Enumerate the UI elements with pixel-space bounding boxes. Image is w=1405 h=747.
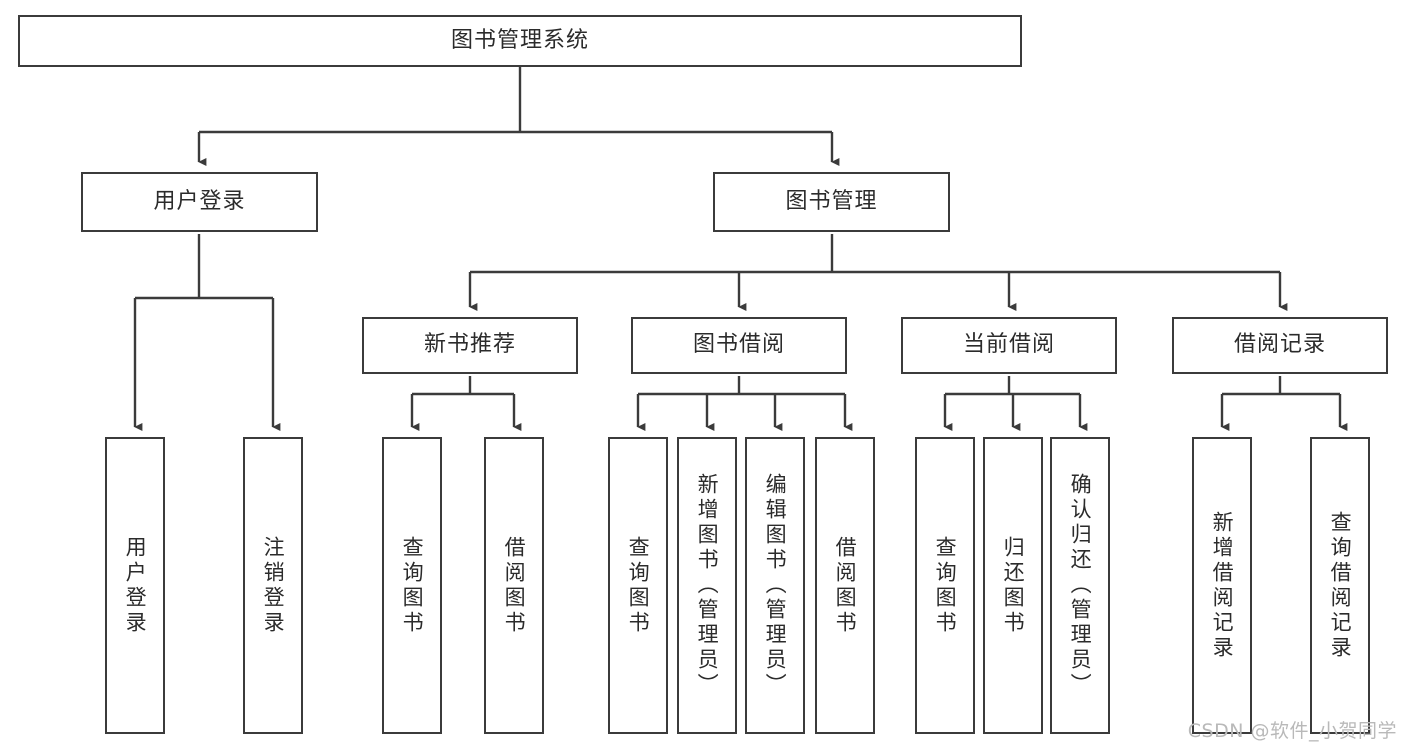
leaf-record-query-borrow-record[interactable]: 查询借阅记录	[1310, 437, 1370, 734]
node-label: 新增借阅记录	[1210, 510, 1235, 661]
node-current-borrow[interactable]: 当前借阅	[901, 317, 1117, 374]
node-label: 新书推荐	[423, 332, 516, 358]
node-label: 当前借阅	[962, 332, 1055, 358]
node-label: 借阅记录	[1233, 332, 1326, 358]
leaf-newbook-query-book[interactable]: 查询图书	[382, 437, 442, 734]
leaf-borrow-add-book-admin[interactable]: 新增图书（管理员）	[677, 437, 737, 734]
node-user-login[interactable]: 用户登录	[81, 172, 318, 232]
node-borrow-record[interactable]: 借阅记录	[1172, 317, 1388, 374]
leaf-current-query-book[interactable]: 查询图书	[915, 437, 975, 734]
node-label: 借阅图书	[833, 535, 858, 636]
csdn-watermark: CSDN @软件_小贺同学	[1187, 720, 1397, 742]
node-label: 编辑图书（管理员）	[763, 473, 788, 698]
node-new-book-recommend[interactable]: 新书推荐	[362, 317, 578, 374]
node-book-management[interactable]: 图书管理	[713, 172, 950, 232]
leaf-user-logout[interactable]: 注销登录	[243, 437, 303, 734]
node-book-borrow[interactable]: 图书借阅	[631, 317, 847, 374]
leaf-current-confirm-return-admin[interactable]: 确认归还（管理员）	[1050, 437, 1110, 734]
node-label: 注销登录	[261, 535, 286, 636]
leaf-borrow-lend-book[interactable]: 借阅图书	[815, 437, 875, 734]
node-label: 查询图书	[626, 535, 651, 636]
node-label: 用户登录	[123, 535, 148, 636]
node-label: 图书管理系统	[450, 27, 589, 53]
leaf-borrow-query-book[interactable]: 查询图书	[608, 437, 668, 734]
node-label: 新增图书（管理员）	[695, 473, 720, 698]
leaf-borrow-edit-book-admin[interactable]: 编辑图书（管理员）	[745, 437, 805, 734]
node-label: 用户登录	[153, 188, 246, 214]
leaf-record-add-borrow-record[interactable]: 新增借阅记录	[1192, 437, 1252, 734]
leaf-user-login[interactable]: 用户登录	[105, 437, 165, 734]
node-label: 确认归还（管理员）	[1068, 473, 1093, 698]
node-label: 归还图书	[1001, 535, 1026, 636]
node-label: 查询图书	[400, 535, 425, 636]
node-label: 查询图书	[933, 535, 958, 636]
leaf-current-return-book[interactable]: 归还图书	[983, 437, 1043, 734]
node-label: 查询借阅记录	[1328, 510, 1353, 661]
node-label: 图书管理	[785, 188, 878, 214]
node-root-book-management-system[interactable]: 图书管理系统	[18, 15, 1022, 67]
leaf-newbook-borrow-book[interactable]: 借阅图书	[484, 437, 544, 734]
node-label: 借阅图书	[502, 535, 527, 636]
node-label: 图书借阅	[692, 332, 785, 358]
